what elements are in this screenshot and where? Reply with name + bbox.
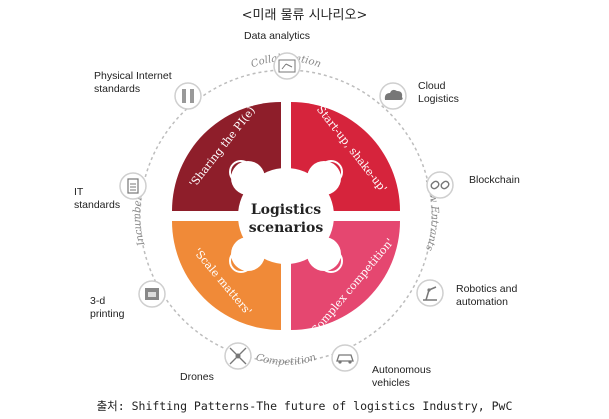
number-badge-4: 4 — [229, 249, 253, 273]
center-badge — [231, 161, 341, 271]
quadrant-3-number: 3 — [326, 255, 335, 270]
outer-ring — [139, 69, 433, 363]
center-title-line2: scenarios — [249, 220, 324, 236]
autonomous-car-icon — [331, 344, 359, 372]
label-robotics: Robotics and automation — [456, 283, 536, 309]
quadrant-4-number: 4 — [236, 255, 245, 270]
label-blockchain: Blockchain — [469, 174, 520, 186]
3d-printer-icon — [138, 280, 166, 308]
ring-label-bottom: Competition — [254, 352, 317, 368]
drone-icon — [224, 342, 252, 370]
label-3d-printing: 3-d printing — [90, 295, 140, 321]
source-caption: 출처: Shifting Patterns-The future of logi… — [96, 399, 513, 413]
number-badge-2: 2 — [319, 160, 343, 184]
label-it-standards-text: IT standards — [74, 186, 121, 211]
label-robotics-text: Robotics and automation — [456, 283, 518, 308]
blockchain-icon — [426, 171, 454, 199]
cloud-icon — [379, 82, 407, 110]
label-data-analytics: Data analytics — [244, 30, 310, 42]
data-analytics-icon — [273, 52, 301, 80]
robot-arm-icon — [416, 279, 444, 307]
label-autonomous-vehicles: Autonomous vehicles — [372, 364, 452, 390]
label-cloud-logistics: Cloud Logistics — [418, 80, 478, 106]
label-cloud-logistics-text: Cloud Logistics — [418, 80, 459, 105]
label-3d-printing-text: 3-d printing — [90, 295, 125, 320]
number-badge-1: 1 — [229, 160, 253, 184]
label-it-standards: IT standards — [74, 186, 124, 212]
label-autonomous-vehicles-text: Autonomous vehicles — [372, 364, 431, 389]
label-drones: Drones — [180, 371, 214, 383]
pause-bars-icon — [174, 82, 202, 110]
quadrant-1-number: 1 — [236, 166, 245, 181]
quadrant-2-number: 2 — [326, 166, 335, 181]
center-title-line1: Logistics — [251, 202, 321, 218]
number-badge-3: 3 — [319, 249, 343, 273]
label-physical-internet: Physical Internet standards — [94, 70, 186, 96]
page-title: <미래 물류 시나리오> — [241, 8, 368, 23]
label-physical-internet-text: Physical Internet standards — [94, 70, 172, 95]
clipboard-icon — [119, 172, 147, 200]
